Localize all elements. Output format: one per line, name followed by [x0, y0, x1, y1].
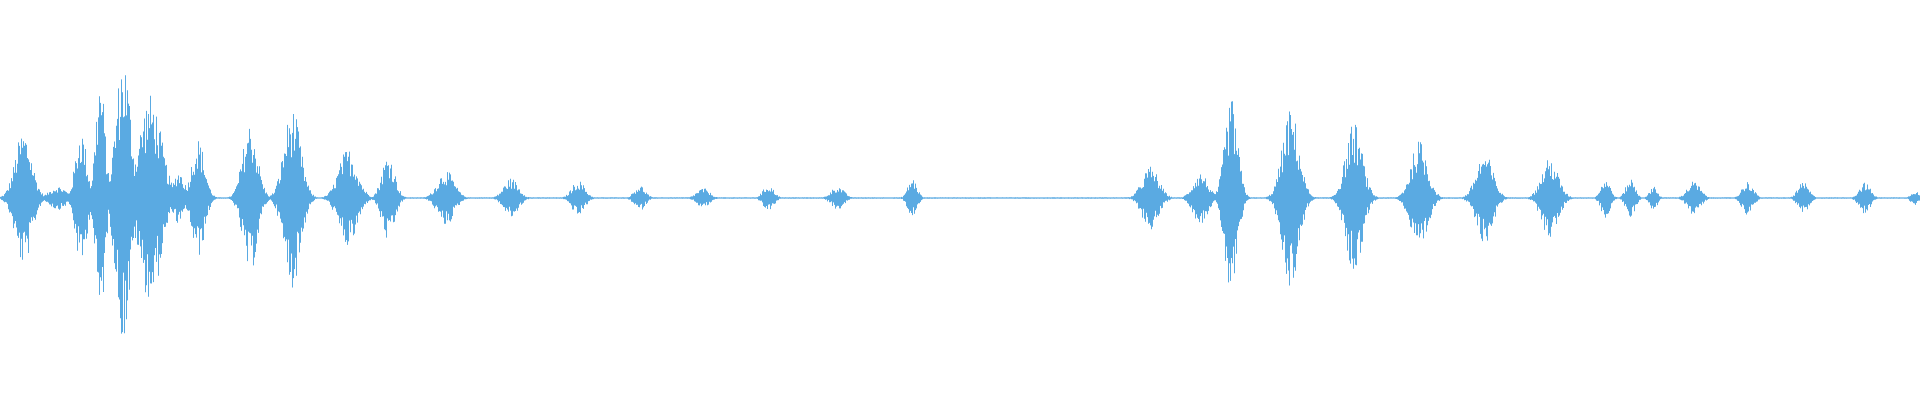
waveform-trace — [0, 75, 1920, 334]
waveform-bars — [0, 75, 1920, 334]
